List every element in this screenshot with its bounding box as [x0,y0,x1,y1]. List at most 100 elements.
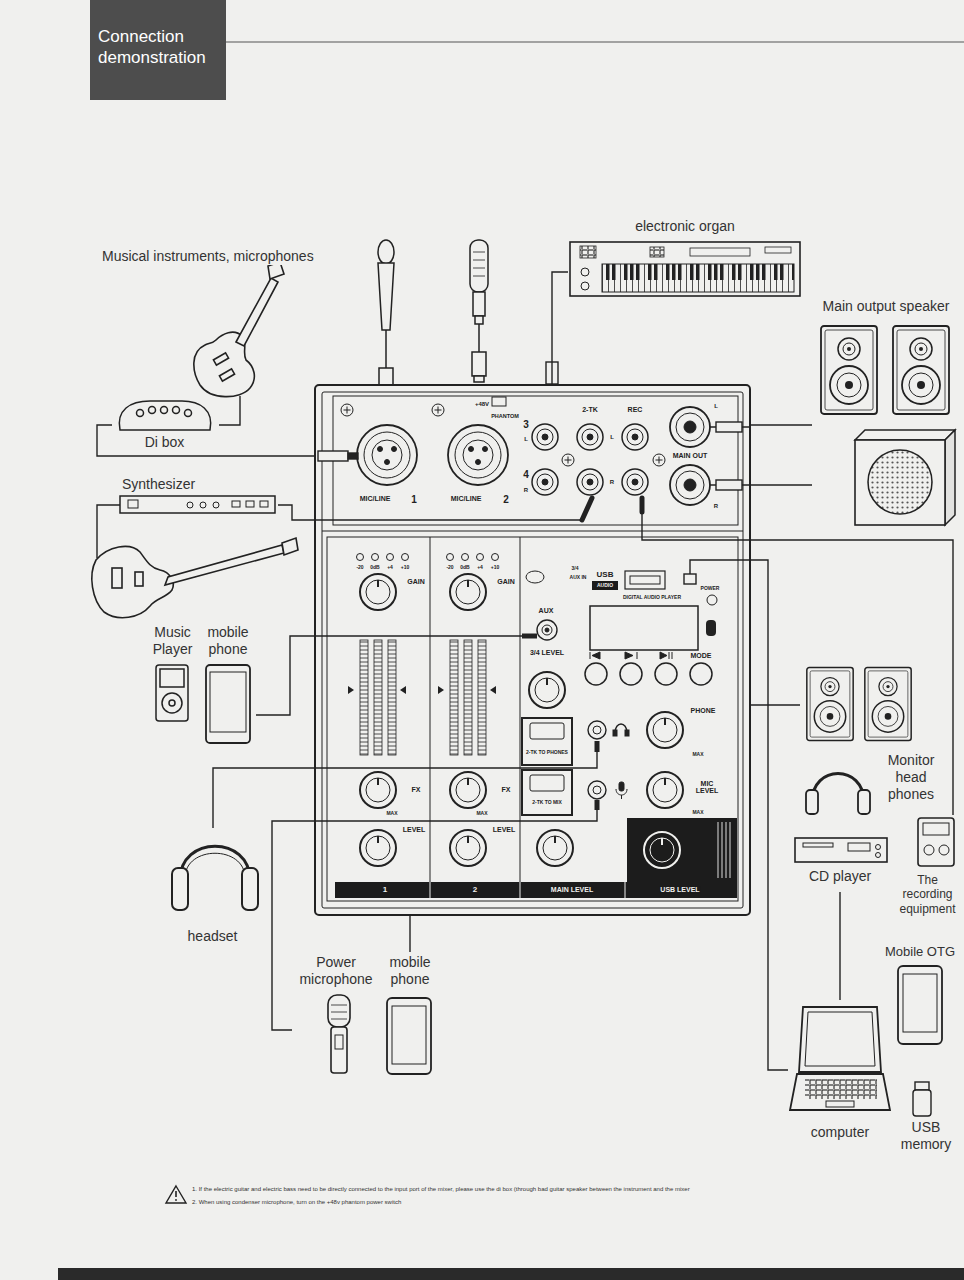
panel-label: 0dB [459,565,470,570]
organ-icon [602,264,794,292]
cable-plug [710,427,812,485]
cd-player-icon [795,838,887,862]
cable-connector [213,768,315,828]
mixer-body [322,531,743,532]
mixer-body [478,640,486,755]
mixer-body [661,838,663,845]
monitor-icon [806,790,818,814]
mixer-body [650,838,674,862]
panel-label: AUDIO [596,583,614,588]
panel-label: 1 [382,886,388,894]
panel-label: L [713,403,719,409]
mixer-body [335,882,737,898]
device-label: Music Player [150,624,195,658]
mixer-body [360,772,396,808]
microphone-icon [472,352,486,376]
organ-icon [765,247,791,253]
instrument-device: Musical instruments, microphones [98,246,316,396]
title-text: Connection demonstration [98,26,224,68]
usb-stick-icon [915,1082,929,1090]
mixer-body [613,730,617,736]
mixer-body [357,425,417,485]
mobile-phone-icon [210,672,246,732]
headset-icon [242,868,258,910]
headset-icon [180,846,250,880]
cable-connector [552,272,568,385]
headset-icon [185,853,245,878]
mixer-body [706,620,716,636]
mixer-body [374,640,382,755]
monitor-icon [858,790,870,814]
note-text: 1. If the electric guitar and electric b… [192,1186,690,1192]
phone-device: mobile phone [202,624,256,744]
mixer-body [593,726,601,734]
guitar-icon [194,262,284,397]
device-label: computer [788,1124,892,1141]
synth-device: Synthesizer [118,474,278,516]
music-player-icon [156,665,188,721]
mobile-phone-icon [898,966,942,1044]
device-label: Synthesizer [122,476,272,493]
mixer-body [562,454,574,466]
cable-connector [750,704,800,705]
panel-label: 2-TK TO PHONES [525,750,569,755]
electric-guitar-icon [135,572,143,586]
mixer-body [315,385,750,915]
panel-label: 2 [472,886,478,894]
speaker-icon [821,326,877,414]
connector-group [97,272,953,1070]
warning-icon [166,1186,186,1203]
device-label: Main output speaker [812,298,960,315]
computer-device: computer [788,1000,894,1150]
microphone-icon [473,292,485,316]
microphone-icon [378,240,394,264]
headset-device: headset [165,828,262,950]
mixer-body [476,460,481,465]
mixer-body [577,469,603,495]
power-microphone-icon [328,995,350,1073]
recorder-icon [924,845,934,855]
cable-plug [690,560,750,574]
organ-icon [581,282,589,290]
mixer-body [477,554,484,561]
mixer-body [372,554,379,561]
synthesizer-icon [246,501,254,507]
di-box-icon [185,410,192,417]
mixer-body [670,465,710,505]
mixer-body [588,781,606,799]
mixer-body [430,537,431,882]
microphone-icon [478,324,480,352]
panel-label: L [609,434,615,440]
microphone-icon [475,316,483,324]
recorder-icon [939,845,949,855]
mixer-body [315,385,750,915]
mixer-body [483,447,488,452]
mixer-body [622,469,648,495]
cable-plug [716,422,742,432]
mixer-body [462,554,469,561]
device-label: Musical instruments, microphones [102,248,314,265]
mixer-body [448,425,508,485]
speaker-icon [855,430,955,440]
mixer-body [577,424,603,450]
mixer-body [450,574,486,610]
panel-label: 3/4 [571,566,580,571]
panel-label: REC [627,406,644,413]
microphone-device: Power microphone [292,952,382,1077]
cable-plug [522,634,537,639]
panel-label: 2-TK [581,406,599,413]
mixer-body [676,471,704,499]
mixer-body [322,392,743,908]
monitor-icon [812,774,864,803]
cd-player-icon [876,853,881,858]
panel-label: R [609,479,615,485]
mixer-body [718,822,730,878]
cd-player-icon [848,843,870,851]
laptop-icon [805,1012,875,1066]
panel-label: FX [411,786,422,793]
di-box-icon [173,407,180,414]
mixer-body [455,432,501,478]
mixer-body [402,554,409,561]
device-label: Mobile OTG [880,944,960,960]
